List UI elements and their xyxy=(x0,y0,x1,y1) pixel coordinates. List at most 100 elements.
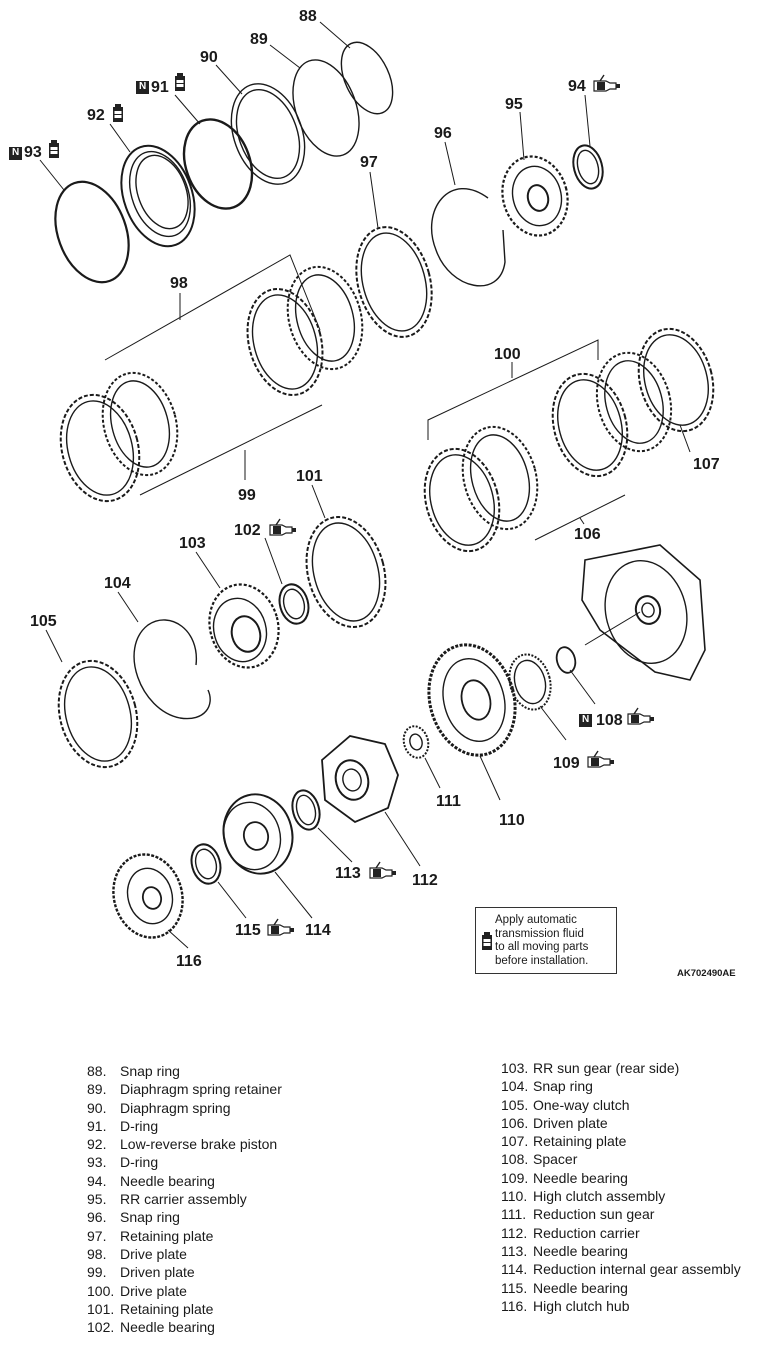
callout-88: 88 xyxy=(299,8,317,25)
legend-label: High clutch assembly xyxy=(533,1188,666,1205)
legend-item: 90.Diaphragm spring xyxy=(87,1099,282,1117)
drive-plate-100 xyxy=(595,351,673,453)
atf-bottle-icon xyxy=(48,139,60,159)
callout-91: 91 xyxy=(151,79,169,96)
legend-label: D-ring xyxy=(120,1154,159,1171)
high-clutch-assembly xyxy=(427,643,517,757)
legend-number: 104. xyxy=(501,1078,529,1095)
legend-number: 99. xyxy=(87,1264,107,1281)
legend-item: 108.Spacer xyxy=(501,1150,741,1168)
one-way-clutch xyxy=(57,659,139,769)
legend-label: Reduction carrier xyxy=(533,1224,640,1241)
legend-item: 89. Diaphragm spring retainer xyxy=(87,1080,282,1098)
atf-bottle-icon xyxy=(112,103,124,123)
driven-plate-106-lower xyxy=(423,447,501,553)
legend-label: Driven plate xyxy=(533,1114,608,1131)
callout-100: 100 xyxy=(494,346,521,363)
leader-lines xyxy=(39,21,691,949)
callout-103: 103 xyxy=(179,535,206,552)
diaphragm-spring-retainer xyxy=(292,59,360,157)
legend-number: 88. xyxy=(87,1063,107,1079)
drive-plate-100-lower xyxy=(461,425,539,531)
legend-label: Spacer xyxy=(533,1151,578,1168)
legend-number: 97. xyxy=(87,1227,107,1244)
legend-number: 103. xyxy=(501,1060,529,1076)
atf-note-text: Apply automatic transmission fluid to al… xyxy=(495,914,588,968)
legend-item: 88. Snap ring xyxy=(87,1062,282,1080)
legend-number: 112. xyxy=(501,1224,528,1241)
legend-label: Snap ring xyxy=(120,1063,180,1079)
legend-number: 100. xyxy=(87,1282,115,1299)
grease-gun-icon xyxy=(587,750,615,768)
atf-bottle-icon xyxy=(482,932,492,950)
legend-label: Drive plate xyxy=(120,1282,187,1299)
legend-label: Low-reverse brake piston xyxy=(120,1136,278,1153)
callout-99: 99 xyxy=(238,487,256,504)
parts-legend-left: 88. Snap ring 89. Diaphragm spring retainer… xyxy=(87,1062,282,1336)
legend-label: Needle bearing xyxy=(533,1242,628,1259)
legend-item: 98.Drive plate xyxy=(87,1245,282,1263)
legend-label: Snap ring xyxy=(533,1078,593,1095)
legend-item: 115.Needle bearing xyxy=(501,1279,741,1297)
legend-item: 97.Retaining plate xyxy=(87,1227,282,1245)
legend-item: 110.High clutch assembly xyxy=(501,1187,741,1205)
legend-number: 113. xyxy=(501,1242,528,1259)
grease-gun-icon xyxy=(627,707,655,725)
retaining-plate-97 xyxy=(355,226,433,338)
legend-number: 108. xyxy=(501,1151,529,1168)
legend-number: 98. xyxy=(87,1245,107,1262)
driven-plate-106 xyxy=(551,372,629,478)
legend-item: 102. Needle bearing xyxy=(87,1318,282,1336)
callout-101: 101 xyxy=(296,468,323,485)
note-line: Apply automatic xyxy=(495,914,577,926)
callout-95: 95 xyxy=(505,96,523,113)
legend-number: 109. xyxy=(501,1169,529,1186)
legend-item: 114.Reduction internal gear assembly xyxy=(501,1260,741,1278)
legend-number: 91. xyxy=(87,1117,107,1134)
n-mark-label: N xyxy=(582,714,589,725)
legend-item: 103.RR sun gear (rear side) xyxy=(501,1059,741,1077)
legend-number: 94. xyxy=(87,1172,107,1189)
transmission-case xyxy=(581,544,706,681)
legend-item: 94.Needle bearing xyxy=(87,1172,282,1190)
callout-109: 109 xyxy=(553,755,580,772)
needle-bearing-102 xyxy=(278,583,310,625)
callout-115: 115 xyxy=(235,922,261,939)
note-line: to all moving parts xyxy=(495,941,589,953)
callout-113: 113 xyxy=(335,865,361,882)
legend-number: 105. xyxy=(501,1096,529,1113)
legend-label: Diaphragm spring xyxy=(120,1099,231,1116)
legend-number: 89. xyxy=(87,1081,107,1098)
legend-item: 104.Snap ring xyxy=(501,1077,741,1095)
legend-item: 111.Reduction sun gear xyxy=(501,1205,741,1223)
needle-bearing-113 xyxy=(291,789,321,831)
legend-label: Reduction internal gear assembly xyxy=(533,1261,741,1278)
legend-number: 115. xyxy=(501,1279,528,1296)
legend-item: 99.Driven plate xyxy=(87,1263,282,1281)
retaining-plate-107 xyxy=(637,327,715,433)
legend-label: Needle bearing xyxy=(120,1319,215,1336)
legend-label: High clutch hub xyxy=(533,1297,630,1314)
legend-item: 113. Needle bearing xyxy=(501,1242,741,1260)
callout-114: 114 xyxy=(305,922,331,939)
atf-note-box: Apply automatic transmission fluid to al… xyxy=(475,907,617,974)
spacer-108 xyxy=(555,646,577,674)
callout-90: 90 xyxy=(200,49,218,66)
legend-label: Reduction sun gear xyxy=(533,1206,655,1223)
legend-item: 96.Snap ring xyxy=(87,1208,282,1226)
callout-89: 89 xyxy=(250,31,268,48)
legend-number: 102. xyxy=(87,1319,115,1336)
callout-112: 112 xyxy=(412,872,438,889)
high-clutch-hub xyxy=(112,853,184,939)
d-ring-93 xyxy=(54,180,130,284)
retaining-plate-101 xyxy=(305,516,387,628)
needle-bearing-115 xyxy=(190,843,222,885)
parts-legend-right: 103.RR sun gear (rear side)104.Snap ring… xyxy=(501,1059,741,1315)
drive-plate-98-lower xyxy=(101,371,179,477)
callout-104: 104 xyxy=(104,575,131,592)
legend-number: 93. xyxy=(87,1154,107,1171)
legend-label: Diaphragm spring retainer xyxy=(120,1081,282,1098)
callout-94: 94 xyxy=(568,78,586,95)
legend-label: D-ring xyxy=(120,1117,159,1134)
snap-ring-104 xyxy=(133,619,211,720)
